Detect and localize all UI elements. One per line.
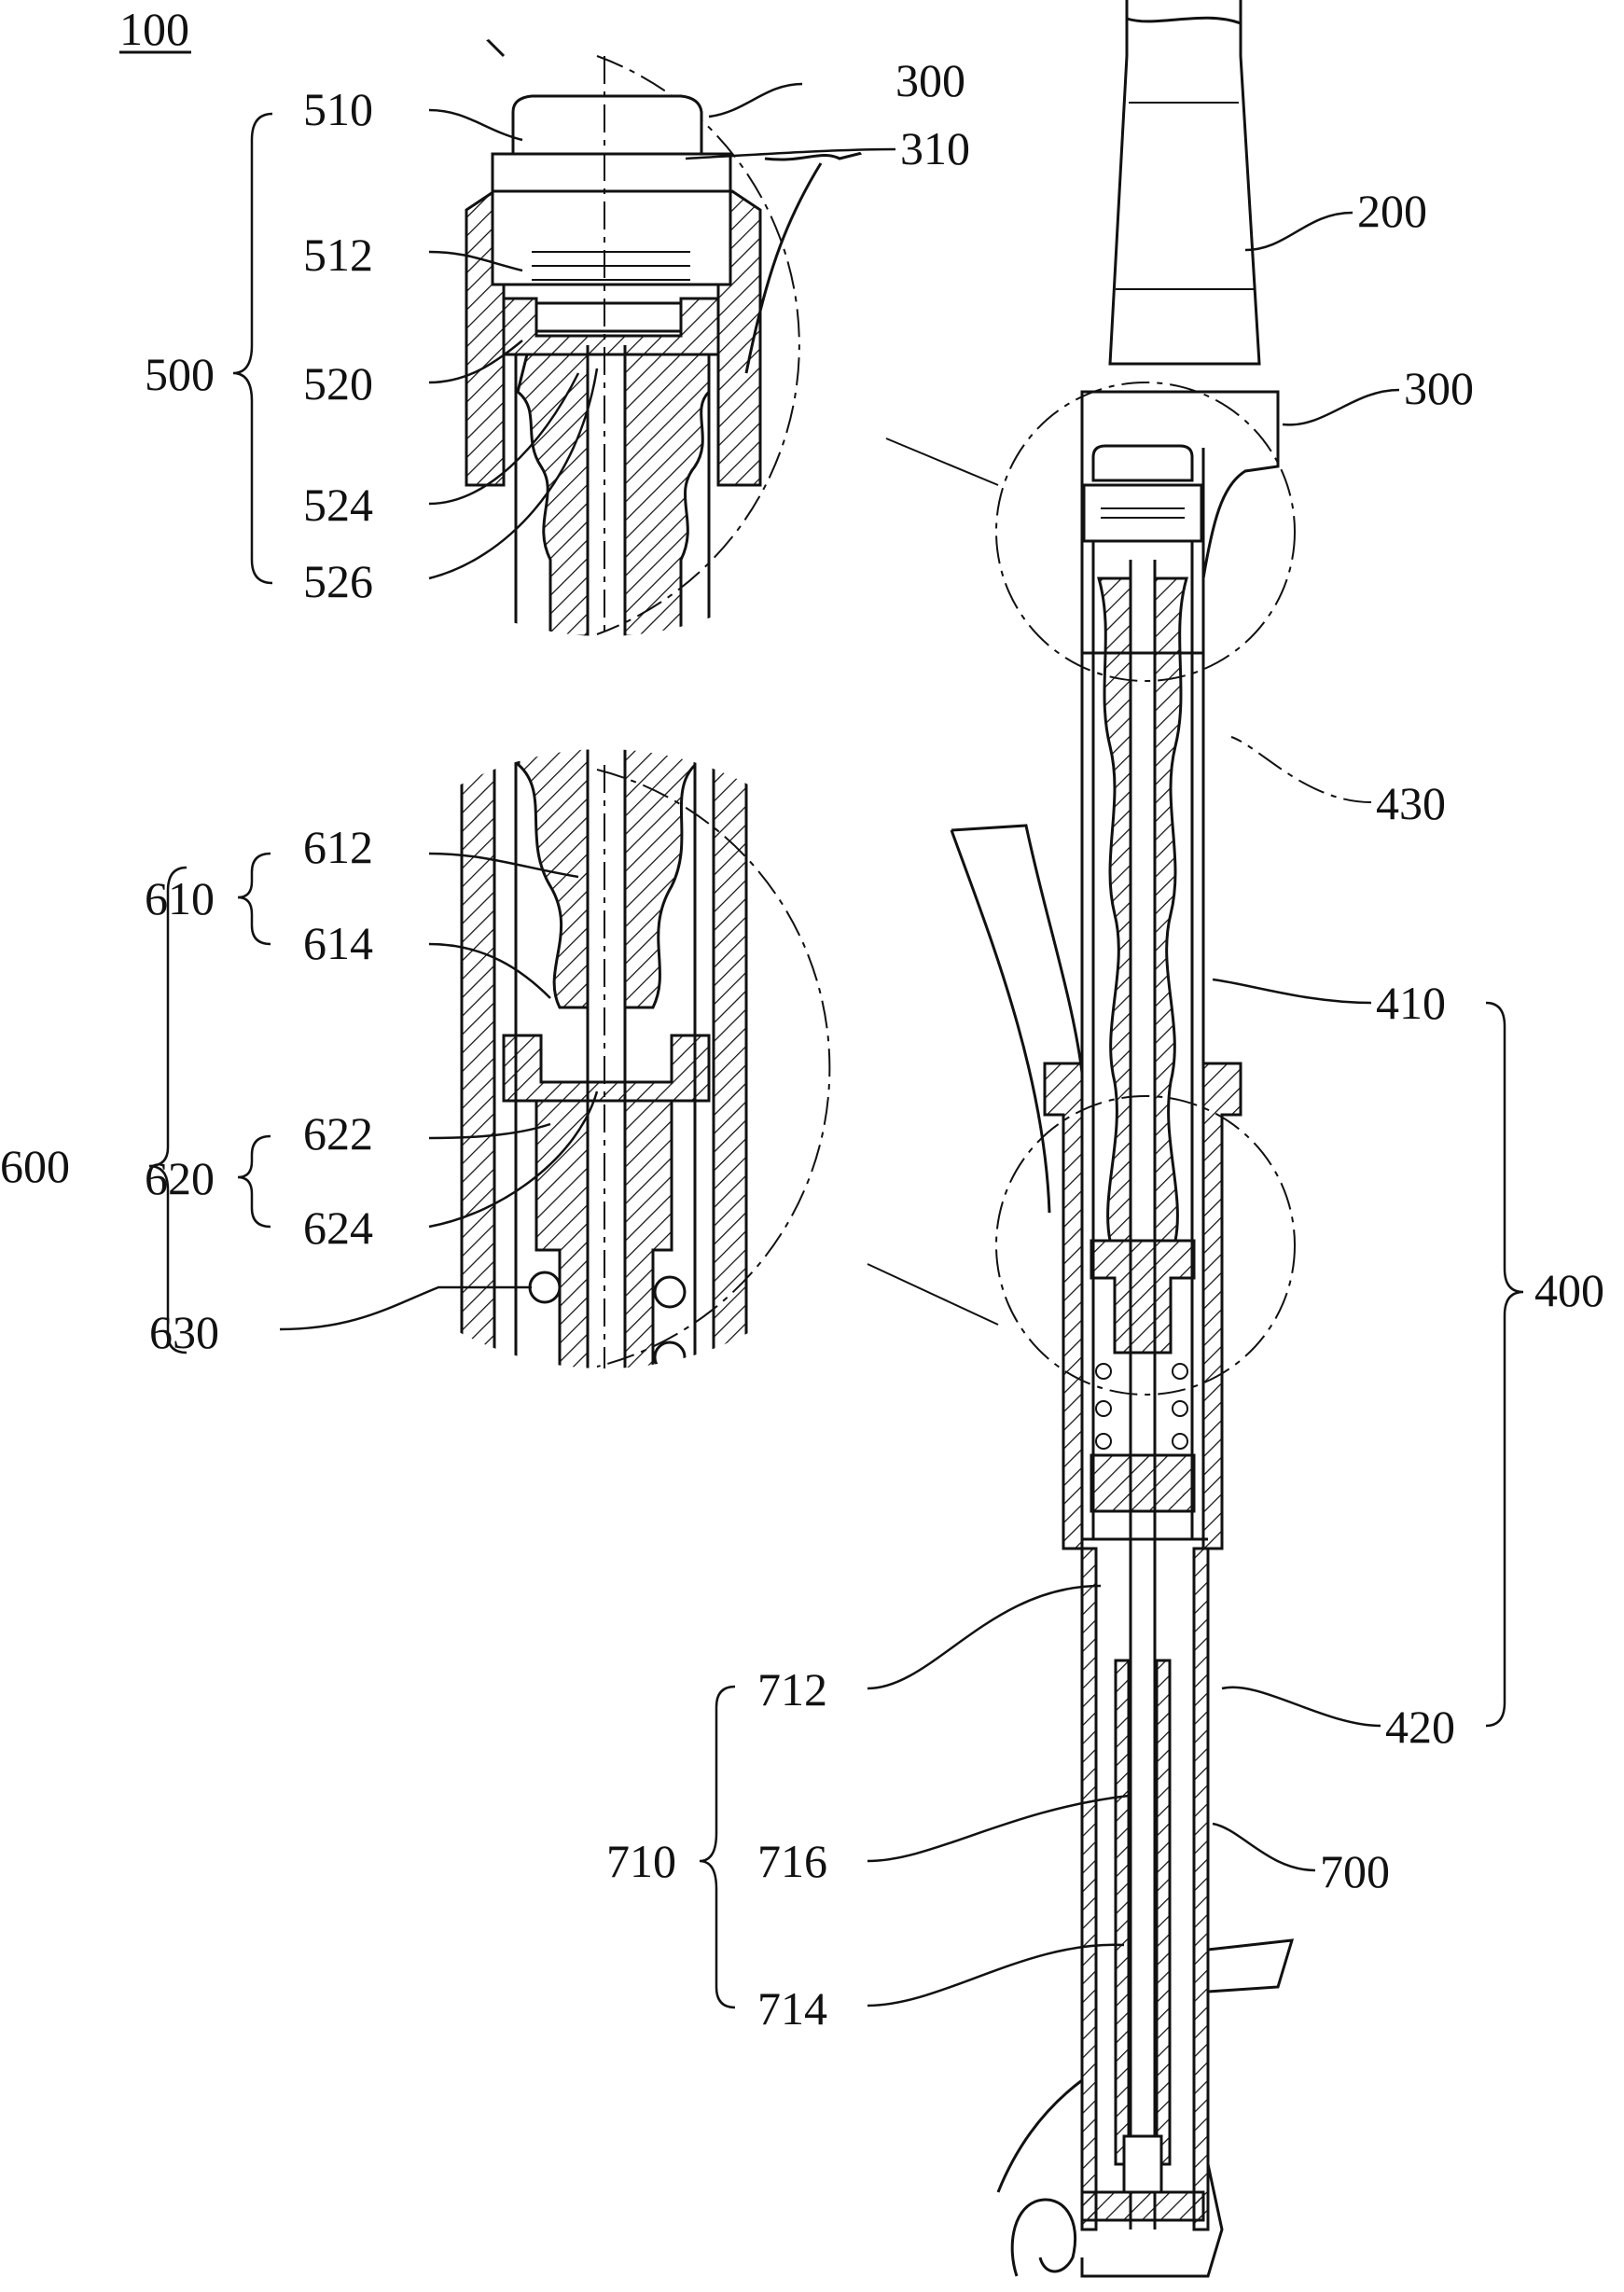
figure-reference: 100	[119, 3, 189, 55]
label-410: 410	[1376, 977, 1446, 1029]
label-526: 526	[303, 555, 373, 607]
detail-view-middle	[280, 746, 998, 1372]
label-300-detail: 300	[895, 54, 965, 106]
label-716: 716	[757, 1835, 827, 1887]
label-712: 712	[757, 1663, 827, 1716]
label-610: 610	[145, 872, 215, 924]
label-624: 624	[303, 1202, 373, 1254]
fork-assembly	[868, 0, 1399, 2276]
label-512: 512	[303, 229, 373, 281]
label-612: 612	[303, 821, 373, 873]
label-700: 700	[1320, 1845, 1390, 1897]
label-510: 510	[303, 83, 373, 135]
label-614: 614	[303, 917, 373, 969]
label-500: 500	[145, 348, 215, 400]
label-300-main: 300	[1404, 362, 1474, 414]
label-620: 620	[145, 1152, 215, 1204]
label-600: 600	[0, 1140, 70, 1192]
label-622: 622	[303, 1107, 373, 1160]
label-714: 714	[757, 1982, 827, 2035]
label-310: 310	[900, 122, 970, 174]
label-430: 430	[1376, 777, 1446, 829]
label-524: 524	[303, 479, 373, 531]
label-400: 400	[1534, 1264, 1604, 1316]
label-630: 630	[149, 1306, 219, 1358]
label-710: 710	[606, 1835, 676, 1887]
label-520: 520	[303, 357, 373, 410]
label-200: 200	[1357, 185, 1427, 237]
label-420: 420	[1385, 1701, 1455, 1753]
